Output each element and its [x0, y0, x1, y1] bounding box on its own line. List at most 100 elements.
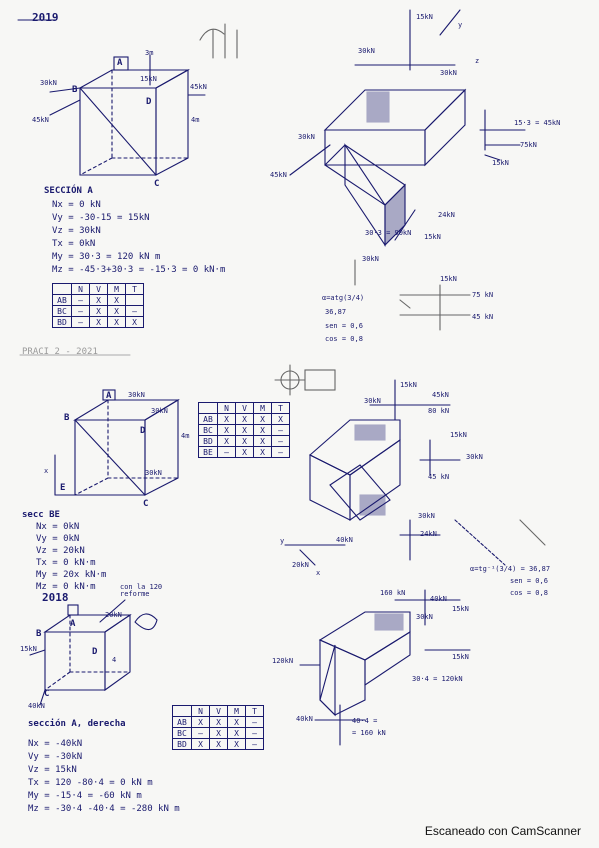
axis-label: x [316, 569, 321, 577]
table-cell: — [245, 727, 264, 739]
table-cell: — [217, 446, 236, 458]
force-label: 40·4 = [352, 717, 378, 725]
table-cell: X [227, 716, 246, 728]
trig-line: α=atg(3/4) [322, 294, 365, 302]
scanner-watermark: Escaneado con CamScanner [424, 824, 581, 838]
cube-2021 [19, 354, 180, 496]
table-cell: — [71, 294, 90, 306]
force-label: 15kN [450, 431, 467, 439]
equation: Tx = 120 -80·4 = 0 kN m [28, 778, 153, 788]
table-cell: M [253, 402, 272, 414]
force-label: 15kN [440, 275, 457, 283]
table-cell: X [235, 435, 254, 447]
table-cell [52, 283, 72, 295]
table-cell: BD [52, 316, 72, 328]
equation: Vz = 20kN [36, 546, 85, 556]
load-label: 30kN [128, 391, 145, 399]
table-cell: BE [198, 446, 218, 458]
equation: Nx = 0 kN [52, 200, 101, 210]
table-cell: M [107, 283, 126, 295]
axis-label: y [280, 537, 285, 545]
force-label: 45 kN [428, 473, 450, 481]
force-label: 30·3 = 90kN [365, 229, 412, 237]
force-label: 24kN [438, 211, 455, 219]
table-cell: X [235, 413, 254, 425]
table-cell: X [217, 435, 236, 447]
force-label: 75 kN [472, 291, 494, 299]
point-b-label: B [72, 85, 78, 95]
table-cell: X [271, 413, 290, 425]
table-cell: — [271, 446, 290, 458]
table-cell: X [209, 738, 228, 750]
table-cell: X [227, 738, 246, 750]
section-be-title: secc BE [22, 510, 60, 520]
coordinate-sketch-top [199, 23, 238, 59]
table-cell: AB [198, 413, 218, 425]
table-cell: X [235, 424, 254, 436]
table-cell: BC [52, 305, 72, 317]
table-cell: X [253, 446, 272, 458]
dim-label: 4m [191, 116, 200, 124]
table-cell: X [217, 424, 236, 436]
table-cell: V [89, 283, 108, 295]
trig-line: sen = 0,6 [325, 322, 363, 330]
force-label: 15kN [452, 653, 469, 661]
table-cell: BC [198, 424, 218, 436]
table-cell: V [209, 705, 228, 717]
equation: Tx = 0 kN·m [36, 558, 96, 568]
force-label: = 160 kN [352, 729, 386, 737]
point-a-label: A [70, 619, 76, 629]
equation: Nx = 0kN [36, 522, 80, 532]
force-label: 30·4 = 120kN [412, 675, 463, 683]
load-label: 15kN [20, 645, 37, 653]
table-cell: N [191, 705, 210, 717]
equation: Vy = -30-15 = 15kN [52, 213, 150, 223]
force-label: 30kN [358, 47, 375, 55]
table-cell: — [271, 424, 290, 436]
force-label: 30kN [362, 255, 379, 263]
force-label: 15kN [452, 605, 469, 613]
table-cell: X [89, 294, 108, 306]
force-label: 15·3 = 45kN [514, 119, 561, 127]
force-label: 15kN [400, 381, 417, 389]
table-cell: N [217, 402, 236, 414]
equation: Vz = 15kN [28, 765, 77, 775]
cube-2019 [17, 19, 206, 176]
table-cell: M [227, 705, 246, 717]
table-cell [172, 705, 192, 717]
table-cell [125, 294, 144, 306]
table-cell: — [191, 727, 210, 739]
iso-beam-2 [284, 379, 546, 566]
angle-note: cos = 0,8 [510, 589, 548, 597]
force-label: 30kN [364, 397, 381, 405]
force-label: 45kN [432, 391, 449, 399]
load-label: 45kN [32, 116, 49, 124]
table-cell: BD [198, 435, 218, 447]
year-2018-heading: 2018 [42, 591, 69, 604]
dim-label: 3m [145, 49, 154, 57]
dim-label: 4 [112, 656, 117, 664]
point-b-label: B [64, 413, 70, 423]
force-label: 30kN [440, 69, 457, 77]
table-cell: X [217, 413, 236, 425]
axis-label: z [475, 57, 480, 65]
force-label: 75kN [520, 141, 537, 149]
table-cell: X [253, 435, 272, 447]
equation: Mz = -30·4 -40·4 = -280 kN m [28, 804, 180, 814]
table-cell: — [71, 316, 90, 328]
force-label: 20kN [292, 561, 309, 569]
table-cell: — [271, 435, 290, 447]
force-label: 30kN [418, 512, 435, 520]
table-cell: — [245, 738, 264, 750]
point-a-label: A [117, 58, 123, 68]
trig-diagram [354, 259, 471, 331]
load-label: 30kN [40, 79, 57, 87]
equation: Mz = 0 kN·m [36, 582, 96, 592]
section-a-right-title: sección A, derecha [28, 719, 126, 729]
force-label: 15kN [424, 233, 441, 241]
equation: My = -15·4 = -60 kN m [28, 791, 142, 801]
axis-label: x [44, 467, 49, 475]
